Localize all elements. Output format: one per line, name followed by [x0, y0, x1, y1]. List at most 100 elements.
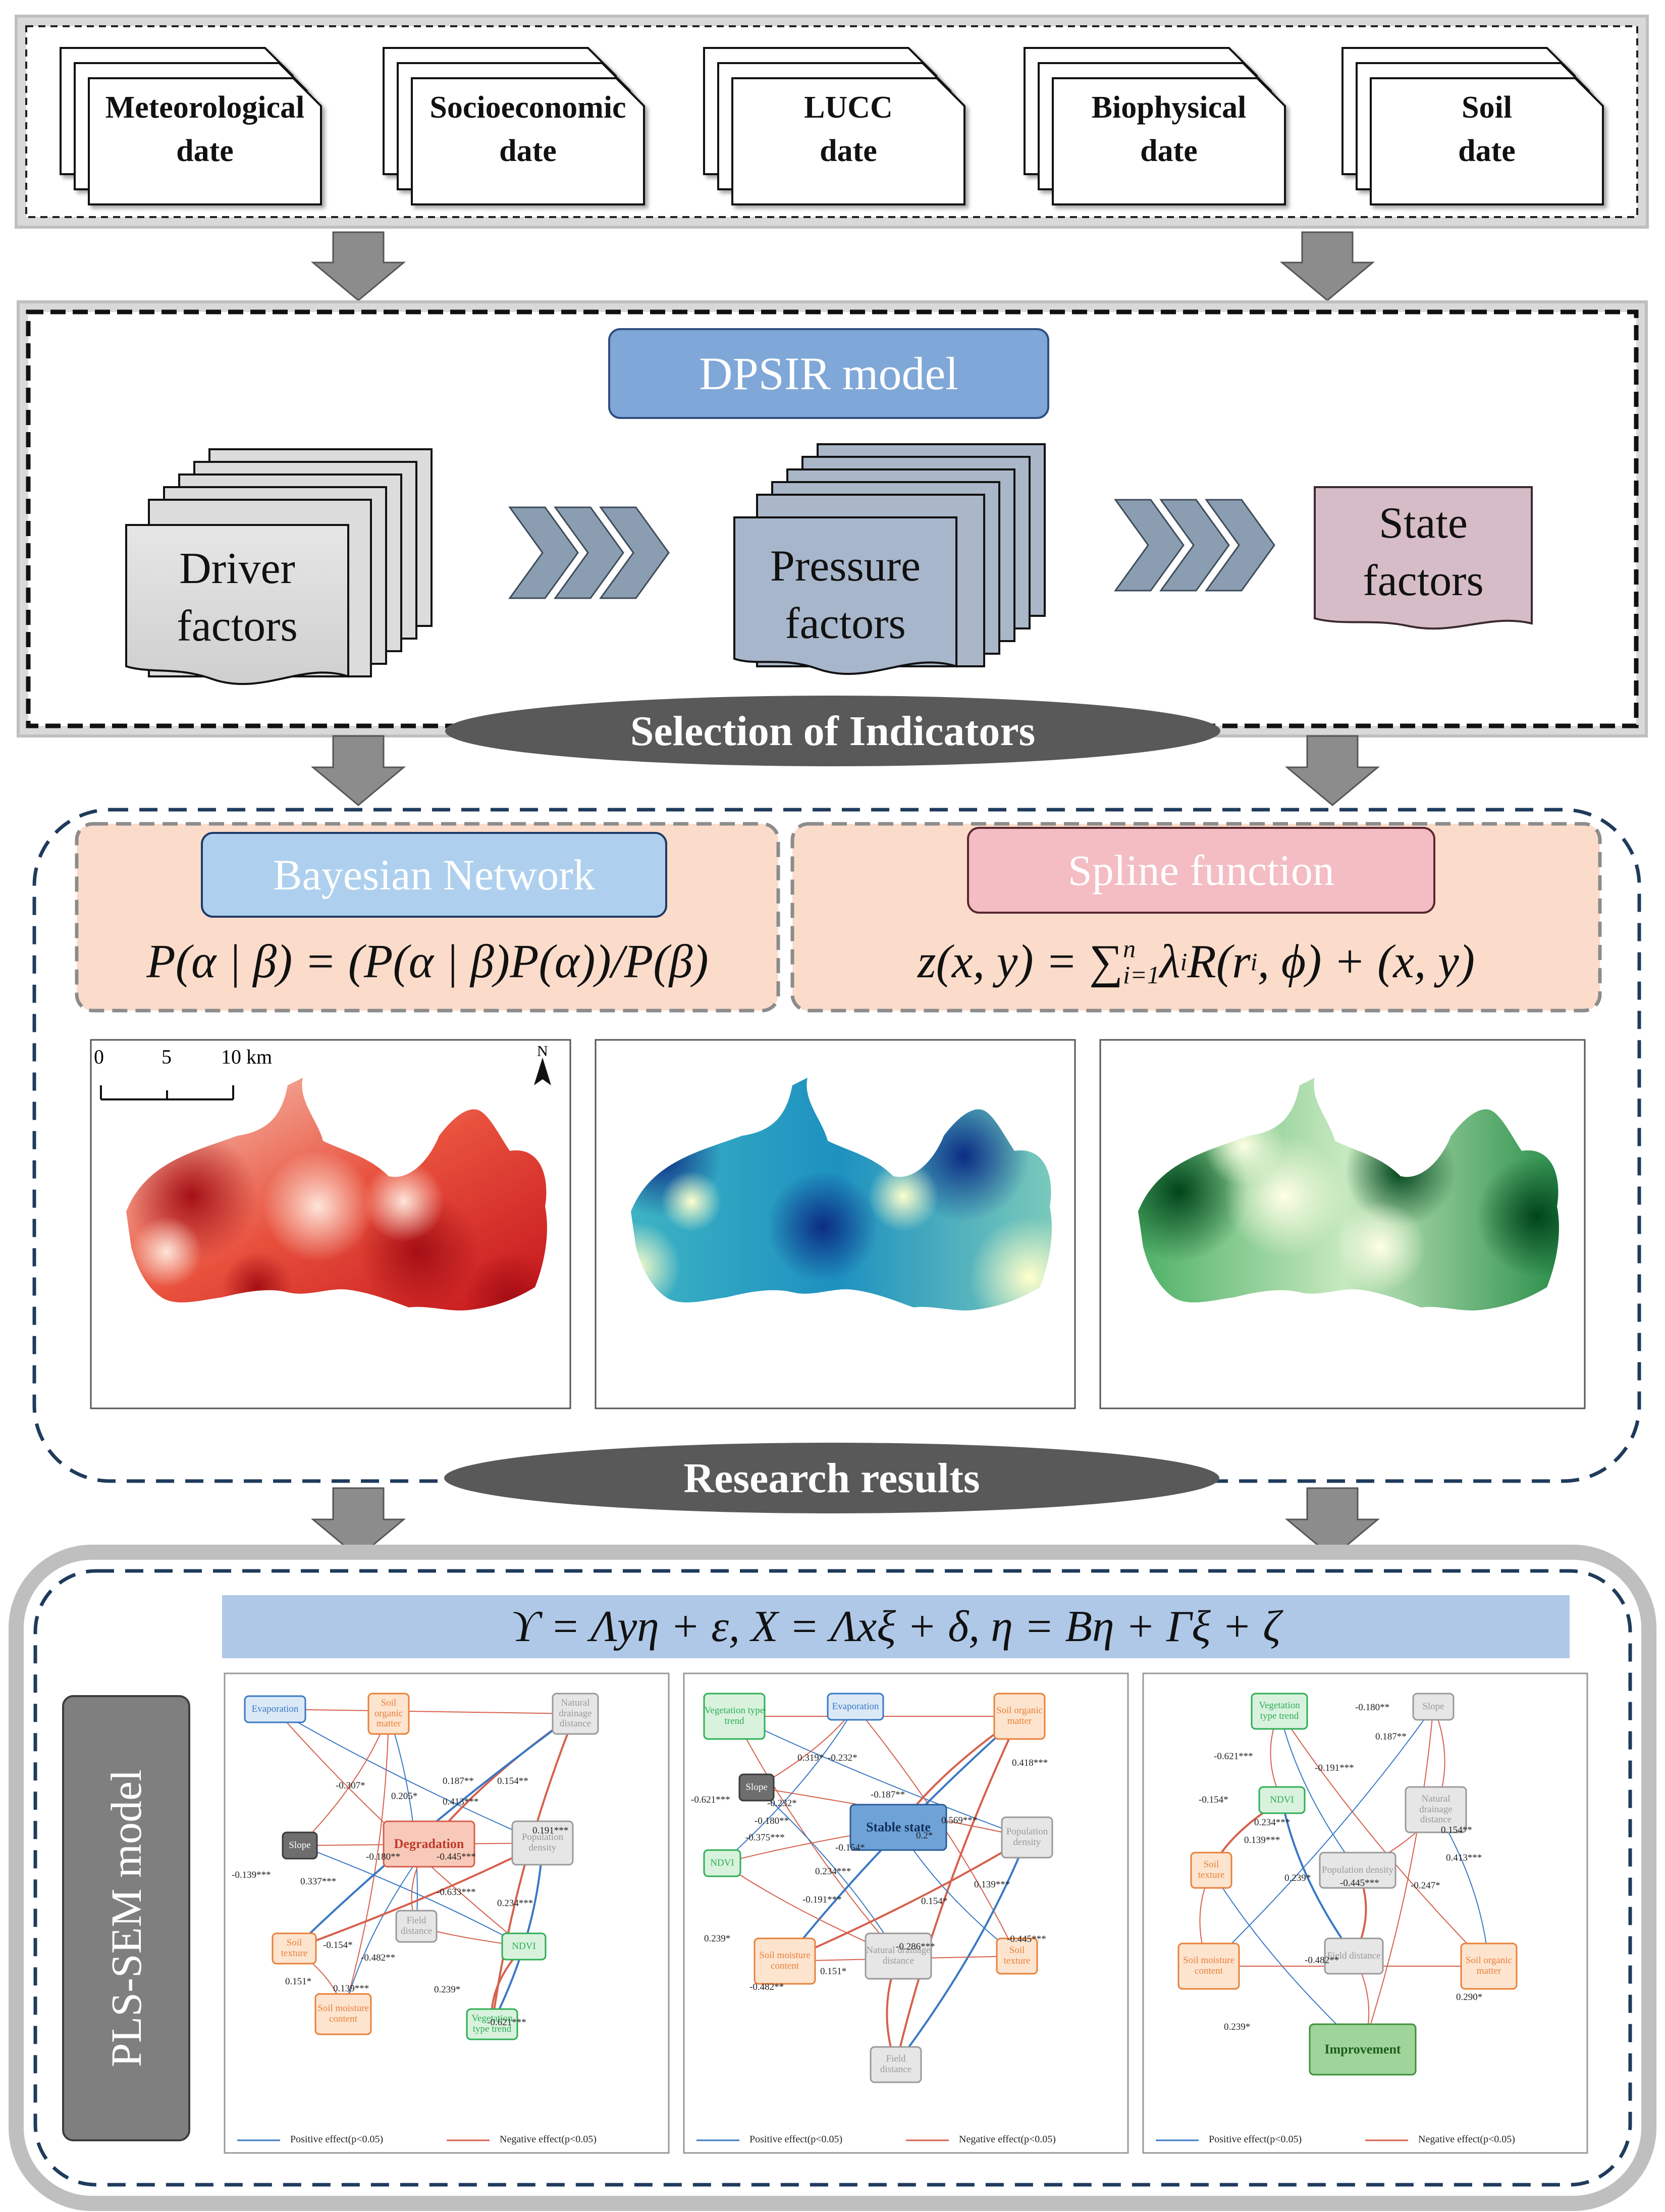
data-source-line2: date	[820, 134, 877, 168]
sem-coefficient: 0.139***	[1244, 1835, 1280, 1846]
bayes-formula: P(α | β) = (P(α | β)P(α))/P(β)	[146, 935, 709, 988]
spline-sup-n: n	[1123, 934, 1136, 963]
data-source-stack-4	[1341, 47, 1604, 205]
pressure-line2: factors	[785, 599, 906, 648]
sem-node-label: Soil texture	[1003, 1945, 1031, 1966]
driver-line1: Driver	[179, 544, 295, 593]
down-arrow-3a	[310, 1487, 406, 1558]
sem-node-label: Soil texture	[1198, 1859, 1225, 1880]
sem-edges-2	[696, 1693, 1053, 2141]
research-results-label: Research results	[683, 1454, 980, 1502]
sem-coefficient: -0.307*	[336, 1780, 365, 1791]
sem-node-box	[1258, 1786, 1306, 1814]
sem-node-box	[314, 1993, 372, 2035]
spline-panel	[790, 822, 1602, 1013]
legend-positive: Positive effect(p<0.05)	[1209, 2134, 1302, 2145]
sem-node-label: Slope	[745, 1781, 768, 1793]
down-arrow-1a	[310, 231, 406, 301]
sem-coefficient: -0.482**	[361, 1953, 396, 1963]
sem-node-box	[1177, 1942, 1240, 1990]
sem-edge	[388, 1713, 421, 1928]
sem-node-box	[1324, 1937, 1384, 1975]
sem-coefficient: -0.286***	[896, 1941, 935, 1952]
data-source-line2: date	[1140, 134, 1198, 168]
legend-negative: Negative effect(p<0.05)	[500, 2134, 597, 2145]
sem-node-label: Soil moisture content	[1183, 1955, 1234, 1976]
sem-coefficient: 0.337***	[300, 1876, 337, 1887]
dpsir-title-box	[608, 328, 1049, 419]
sem-coefficient: -0.621***	[691, 1795, 730, 1805]
spline-formula-d: , ϕ) + (x, y)	[1257, 935, 1475, 988]
sem-coefficient: 0.413***	[1446, 1853, 1482, 1863]
sem-coefficient: -0.139***	[232, 1870, 271, 1880]
sem-coefficient: 0.2*	[916, 1830, 933, 1841]
data-source-line1: Biophysical	[1091, 90, 1247, 125]
sem-node-box	[703, 1693, 766, 1740]
results-ellipse	[444, 1443, 1219, 1513]
sem-node-box	[1251, 1693, 1308, 1730]
sem-coefficient: -0.482**	[749, 1982, 784, 1992]
sem-node-label: Vegetation type trend	[704, 1705, 765, 1726]
sem-coefficient: 0.187**	[1375, 1731, 1407, 1742]
map-red	[90, 1039, 571, 1409]
driver-stack	[125, 448, 433, 686]
sem-node-box	[865, 1932, 932, 1980]
pressure-line1: Pressure	[770, 542, 921, 591]
driver-line2: factors	[177, 602, 298, 651]
sem-node-label: NDVI	[1270, 1794, 1294, 1805]
sem-coefficient: 0.239*	[704, 1933, 731, 1944]
dpsir-title: DPSIR model	[699, 348, 958, 399]
sem-node-label: Natural drainage distance	[559, 1697, 592, 1729]
sem-edge	[1207, 1706, 1434, 1968]
sem-node-label: Soil moisture content	[759, 1950, 811, 1971]
sem-edge	[891, 1716, 1021, 2069]
data-source-line1: Meteorological	[105, 90, 305, 125]
sem-coefficient: -0.180**	[1355, 1702, 1390, 1713]
data-source-label-3: Biophysical date	[1053, 86, 1285, 173]
spline-title: Spline function	[1068, 846, 1334, 894]
sem-node-label: Stable state	[866, 1819, 931, 1834]
sem-node-box	[282, 1831, 318, 1860]
sem-node-label: Soil organic matter	[1465, 1955, 1512, 1976]
legend-positive: Positive effect(p<0.05)	[290, 2134, 384, 2145]
sem-edges-1	[237, 1693, 599, 2141]
sem-node-box	[1460, 1942, 1518, 1990]
sem-edge	[1279, 1711, 1359, 1872]
sem-coefficient: -0.633***	[437, 1887, 476, 1898]
sem-node-box	[754, 1937, 816, 1985]
sem-node-box	[738, 1773, 775, 1802]
down-arrow-2a	[310, 735, 406, 806]
sem-node-label: Field distance	[1327, 1950, 1381, 1961]
sem-edge	[275, 1709, 577, 1718]
sem-coefficient: -0.482**	[1305, 1955, 1339, 1966]
north-label: N	[537, 1043, 548, 1060]
sem-coefficient: -0.445***	[437, 1852, 476, 1862]
sem-edge	[341, 1713, 389, 2016]
sem-node-box	[996, 1937, 1038, 1975]
sem-node-label: Soil texture	[281, 1937, 308, 1959]
sem-node-box	[466, 2008, 518, 2040]
sem-node-label: Evaporation	[251, 1703, 299, 1714]
bayes-title: Bayesian Network	[273, 851, 595, 899]
data-source-line2: date	[1458, 134, 1516, 168]
sem-edge	[734, 1716, 1029, 1839]
chevrons-2	[1114, 499, 1275, 592]
sem-node-label: Population density	[1006, 1826, 1048, 1848]
sem-coefficient: -0.445***	[1340, 1878, 1379, 1888]
sem-node-box	[849, 1804, 947, 1851]
sem-node-box	[827, 1693, 884, 1721]
sem-coefficient: -0.187**	[871, 1789, 905, 1800]
sem-node-box	[244, 1695, 306, 1723]
sem-node-box	[1001, 1816, 1053, 1859]
pressure-stack	[733, 443, 1046, 675]
pls-label: PLS-SEM model	[102, 1769, 150, 2068]
sem-node-box	[1190, 1852, 1232, 1889]
sem-coefficient: 0.205*	[391, 1791, 418, 1802]
sem-coefficient: 0.418***	[1012, 1758, 1048, 1768]
data-source-line1: Socioeconomic	[429, 90, 626, 125]
sem-node-label: Field distance	[400, 1915, 433, 1936]
data-source-stack-3	[1024, 47, 1286, 205]
